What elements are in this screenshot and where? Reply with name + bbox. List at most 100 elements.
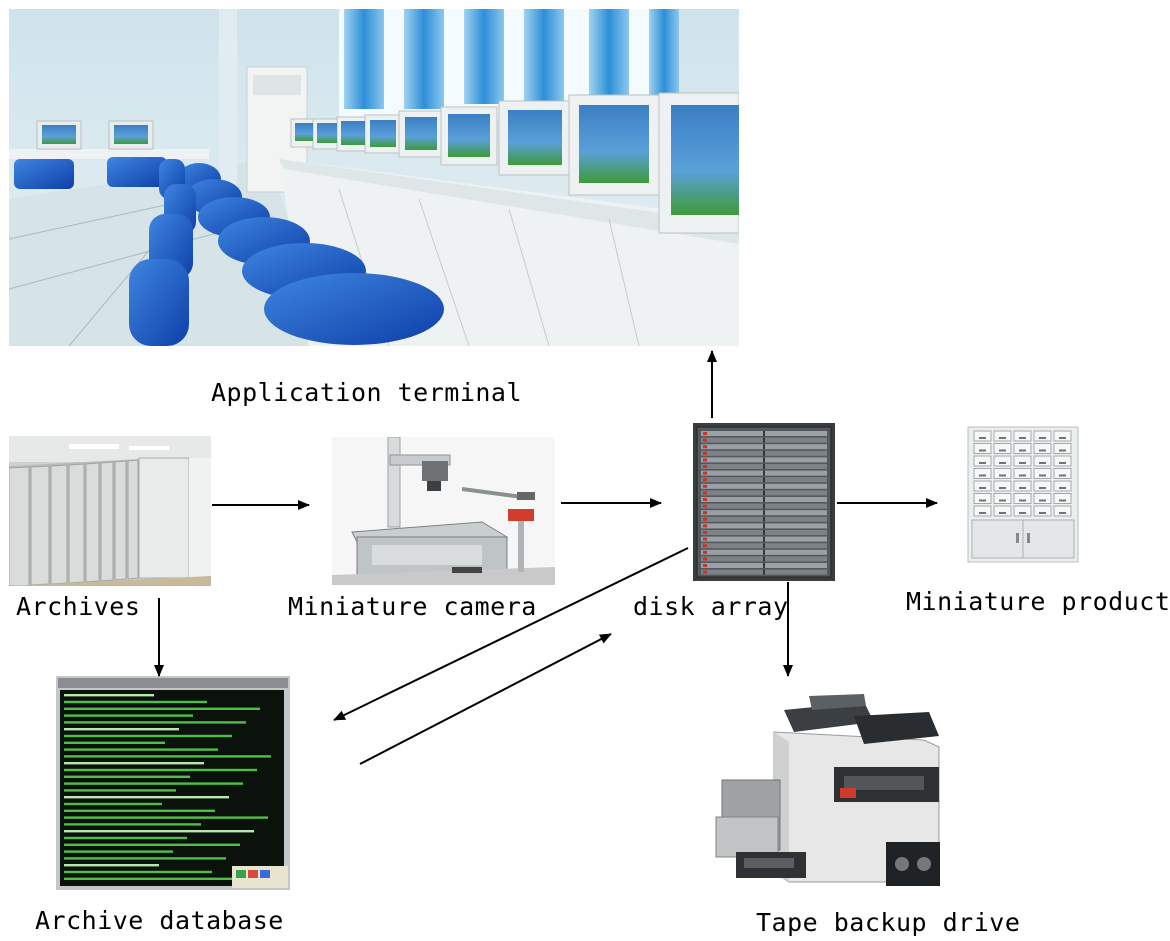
cabinet-drawer	[1053, 430, 1072, 442]
console-line	[64, 707, 260, 710]
console-line	[64, 789, 176, 792]
drawer-handle	[1019, 449, 1026, 452]
drawer-handle	[979, 499, 986, 502]
cabinet-drawer	[973, 455, 992, 467]
console-line	[64, 768, 257, 772]
drive-divider	[763, 437, 765, 443]
cabinet-drawer	[1053, 493, 1072, 504]
cabinet-drawer	[1033, 430, 1052, 442]
console-line	[64, 850, 173, 853]
drive-divider	[763, 483, 765, 489]
drive-led	[703, 564, 707, 567]
cabinet-drawer	[973, 443, 992, 454]
console-line	[64, 700, 207, 704]
miniature-camera-label: Miniature camera	[288, 592, 537, 621]
cabinet-drawer	[1053, 480, 1072, 492]
cabinet-drawer	[993, 493, 1012, 504]
drawer-handle	[1039, 512, 1046, 514]
drive-divider	[763, 477, 765, 483]
console-line	[64, 762, 204, 765]
cabinet-drawer	[1013, 468, 1032, 479]
cabinet-drawer	[1013, 455, 1032, 467]
tape-drive-photo	[714, 692, 948, 890]
cabinet-drawer	[1013, 505, 1032, 517]
arrow-archive-database-to-disk-array	[359, 633, 612, 765]
drawer-handle	[979, 487, 986, 489]
cabinet-drawer	[1053, 443, 1072, 454]
computer-lab-photo	[9, 9, 739, 346]
terminal-screen-photo	[56, 676, 290, 890]
cabinet-drawer	[1013, 443, 1032, 454]
drive-divider	[763, 510, 765, 516]
drive-led	[703, 458, 707, 462]
cabinet-drawer	[993, 430, 1012, 442]
drive-divider	[763, 497, 765, 502]
drawer-handle	[979, 449, 986, 452]
archives-label: Archives	[16, 592, 141, 621]
cabinet-drawer	[993, 505, 1012, 517]
drive-led	[703, 484, 707, 488]
console-line	[64, 694, 154, 697]
drive-led	[703, 557, 707, 561]
disk-array-drive-rows	[701, 431, 827, 575]
drive-led	[703, 438, 707, 442]
disk-array-image	[693, 423, 835, 581]
drive-divider	[763, 470, 765, 476]
cabinet-drawer	[1053, 468, 1072, 479]
cabinet-drawer	[1013, 493, 1032, 504]
drive-led	[703, 517, 707, 521]
console-line	[64, 870, 212, 874]
console-text-lines	[64, 694, 271, 880]
drawer-handle	[1019, 474, 1026, 477]
cabinet-drawer	[973, 430, 992, 442]
console-line	[64, 809, 215, 812]
cabinet-drawer	[993, 443, 1012, 454]
drive-led	[703, 451, 707, 455]
drive-divider	[763, 530, 765, 535]
cabinet-drawer	[1033, 493, 1052, 504]
cabinet-drawer	[1053, 505, 1072, 517]
drive-led	[703, 432, 707, 435]
drive-divider	[763, 464, 765, 469]
disk-array-label: disk array	[633, 592, 789, 621]
drawer-handle	[1019, 487, 1026, 489]
disk-array-rack-photo	[693, 423, 835, 581]
cabinet-drawer	[1053, 455, 1072, 467]
drive-divider	[763, 457, 765, 463]
console-line	[64, 748, 218, 751]
console-line	[64, 830, 254, 833]
console-line	[64, 823, 201, 826]
drawer-handle	[1039, 462, 1046, 464]
drawer-handle	[1059, 474, 1066, 477]
tape-backup-drive-image	[714, 692, 948, 890]
arrow-disk-array-to-archive-database	[333, 547, 689, 721]
drawer-handle	[979, 474, 986, 477]
console-line	[64, 728, 179, 731]
drawer-handle	[1019, 437, 1026, 439]
drawer-handle	[1059, 499, 1066, 502]
cabinet-drawer	[1033, 505, 1052, 517]
drive-led	[703, 471, 707, 475]
application-terminal-label: Application terminal	[211, 378, 523, 407]
drive-led	[703, 544, 707, 548]
drawer-handle	[1019, 462, 1026, 464]
archive-shelves-photo	[9, 436, 211, 586]
console-line	[64, 843, 240, 846]
miniature-product-label: Miniature product	[906, 587, 1170, 616]
microfilm-cabinet-photo	[964, 425, 1082, 570]
archives-image	[9, 436, 211, 586]
cabinet-drawer	[973, 468, 992, 479]
drive-led	[703, 445, 707, 449]
archive-database-image	[56, 676, 290, 890]
cabinet-drawer	[1033, 443, 1052, 454]
drawer-handle	[979, 437, 986, 439]
cabinet-drawer	[973, 505, 992, 517]
drive-divider	[763, 536, 765, 542]
cabinet-drawer	[1013, 430, 1032, 442]
drawer-handle	[999, 449, 1006, 452]
drawer-handle	[999, 437, 1006, 439]
drive-divider	[763, 431, 765, 436]
cabinet-drawer	[1033, 480, 1052, 492]
drive-led	[703, 570, 707, 574]
drive-led	[703, 531, 707, 534]
